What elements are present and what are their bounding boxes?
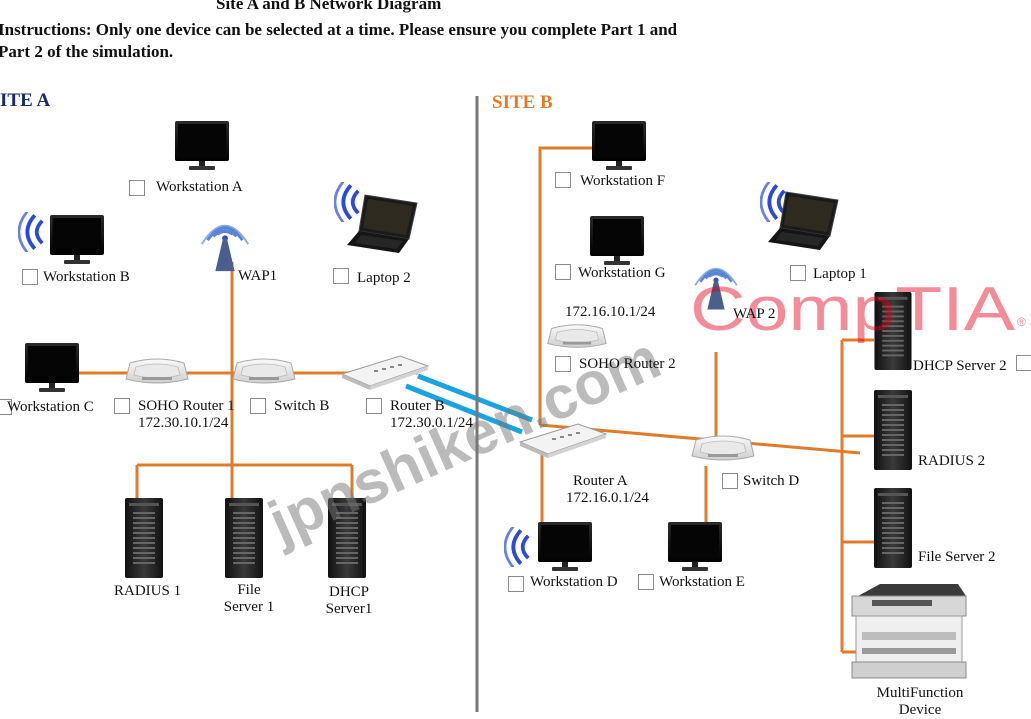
workstation-f-icon[interactable] [592,121,646,170]
workstation-d-icon[interactable] [538,522,592,571]
switch-b-label: Switch B [274,398,330,414]
wireless-signal-icon [18,212,45,252]
router-b-ip: 172.30.0.1/24 [390,415,473,431]
workstation-c-checkbox[interactable] [0,399,12,415]
router-a-label: Router A [573,473,628,489]
soho-router-1-icon[interactable] [125,358,189,384]
wireless-signal-icon [760,182,787,222]
switch-d-label: Switch D [743,473,800,489]
file-server-2-label: File Server 2 [918,549,996,565]
instructions-line-2: Part 2 of the simulation. [0,42,174,61]
instructions-line-1: Instructions: Only one device can be sel… [0,20,678,39]
switch-b-checkbox[interactable] [250,398,266,414]
file-server-1-icon[interactable] [225,498,263,578]
workstation-b-label: Workstation B [43,269,130,285]
workstation-d-checkbox[interactable] [508,576,524,592]
soho-router-2-ip: 172.16.10.1/24 [565,304,656,320]
workstation-f-checkbox[interactable] [555,172,571,188]
switch-b-icon[interactable] [232,358,296,384]
workstation-g-label: Workstation G [578,265,666,281]
router-b-icon[interactable] [341,355,429,391]
site-a-label: ITE A [0,90,51,111]
laptop-2-checkbox[interactable] [333,268,349,284]
laptop-2-label: Laptop 2 [357,270,411,286]
soho-router-1-label: SOHO Router 1 [138,398,235,414]
workstation-e-checkbox[interactable] [638,574,654,590]
soho-router-1-ip: 172.30.10.1/24 [138,415,229,431]
wap1-icon[interactable] [200,224,250,273]
workstation-f-label: Workstation F [580,173,666,189]
workstation-c-icon[interactable] [25,343,79,392]
workstation-e-icon[interactable] [668,522,722,571]
site-b-label: SITE B [492,92,553,113]
soho-router-2-checkbox[interactable] [555,356,571,372]
switch-d-checkbox[interactable] [722,473,738,489]
laptop-1-checkbox[interactable] [790,265,806,281]
router-b-checkbox[interactable] [366,398,382,414]
wireless-signal-icon [504,527,531,567]
laptop-1-label: Laptop 1 [813,266,867,282]
workstation-e-label: Workstation E [659,574,745,590]
workstation-c-label: Workstation C [7,399,94,415]
wan-link [405,373,533,435]
radius-2-icon[interactable] [874,390,912,470]
workstation-a-label: Workstation A [156,179,243,195]
radius-2-label: RADIUS 2 [918,453,986,469]
workstation-g-checkbox[interactable] [555,264,571,280]
watermark-brand-text: CompTIA [690,275,1016,344]
workstation-b-icon[interactable] [50,215,104,264]
switch-d-icon[interactable] [691,435,755,461]
router-a-ip: 172.16.0.1/24 [566,490,649,506]
laptop-2-icon[interactable] [347,194,418,254]
soho-router-1-checkbox[interactable] [114,398,130,414]
workstation-g-icon[interactable] [590,216,644,265]
soho-router-2-label: SOHO Router 2 [579,356,676,372]
dhcp-server-2-label: DHCP Server 2 [913,358,1007,374]
cable-workstation-f [538,146,616,425]
radius-1-label: RADIUS 1 [114,583,182,599]
wireless-signal-icon [334,182,361,222]
watermark-brand-mark: ® [1017,315,1026,329]
wap1-label: WAP1 [238,268,278,284]
file-server-2-icon[interactable] [874,488,912,568]
workstation-a-icon[interactable] [175,121,229,170]
router-b-label: Router B [390,398,445,414]
diagram-title: Site A and B Network Diagram [216,0,442,13]
workstation-a-checkbox[interactable] [129,180,145,196]
workstation-b-checkbox[interactable] [22,269,38,285]
multifunction-device-icon[interactable] [851,584,967,679]
workstation-d-label: Workstation D [530,574,618,590]
radius-1-icon[interactable] [125,498,163,578]
dhcp-server-2-checkbox[interactable] [1016,355,1031,371]
wap2-label: WAP 2 [733,306,776,322]
